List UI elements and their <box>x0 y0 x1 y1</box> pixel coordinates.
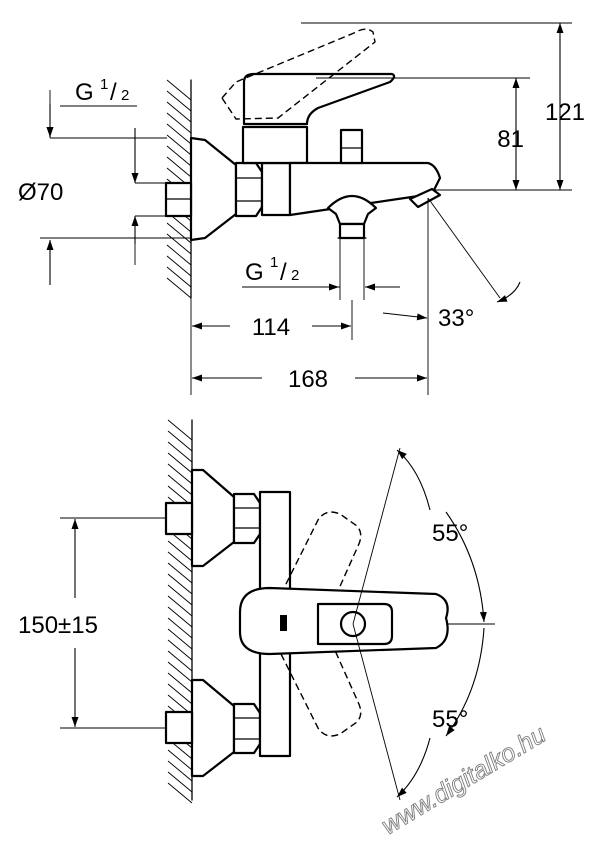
wall-hatch-line <box>167 562 193 584</box>
lever-raised-outline <box>221 28 376 120</box>
bath-spout <box>288 161 442 217</box>
wall-hatch-line <box>167 771 193 793</box>
lever-handle <box>242 72 396 126</box>
front-view: 150±15 55° 55° <box>18 419 495 804</box>
inlet-lower <box>164 710 194 745</box>
dim-angle-lower: 55° <box>432 706 468 733</box>
wall-hatch-line <box>166 90 192 112</box>
wall-hatch-line <box>167 628 193 650</box>
shower-outlet <box>326 194 378 226</box>
svg-text:/: / <box>110 79 117 106</box>
escutcheon-upper <box>190 468 236 568</box>
wall-hatch-line <box>167 430 193 452</box>
wall-hatch-line <box>166 145 192 167</box>
spout-aerator <box>408 187 442 209</box>
diverter-knob <box>339 128 364 165</box>
wall-hatch-line <box>167 617 193 639</box>
wall-hatch-line <box>167 584 193 606</box>
wall-hatch-line <box>167 595 193 617</box>
wall-hatch-line <box>167 463 193 485</box>
wall-hatch-line <box>166 79 192 101</box>
svg-text:1: 1 <box>100 76 108 93</box>
escutcheon-rosette <box>189 136 238 242</box>
nut-upper <box>232 492 262 545</box>
lever-column <box>241 125 309 165</box>
wall-hatch-line <box>166 112 192 134</box>
label-thread-outlet: G 1 / 2 <box>245 254 299 286</box>
wall-hatch-line <box>167 540 193 562</box>
dim-spout-angle: 33° <box>438 305 474 332</box>
wall-hatch-line <box>167 661 193 683</box>
wall-hatch-line <box>166 222 192 244</box>
svg-text:/: / <box>280 259 287 286</box>
wall-hatch-line <box>167 573 193 595</box>
wall-hatch-line <box>166 233 192 255</box>
wall-hatch-line <box>167 749 193 771</box>
dim-height-total: 121 <box>545 99 585 126</box>
shower-outlet-thread <box>338 222 366 240</box>
union-nut <box>234 161 264 218</box>
wall-hatch-line <box>167 452 193 474</box>
svg-text:2: 2 <box>291 267 299 284</box>
dim-height-spout: 81 <box>497 126 524 153</box>
watermark-text: www.digitalko.hu <box>377 720 551 840</box>
wall-hatch-line <box>166 156 192 178</box>
wall-hatch-line <box>166 255 192 277</box>
wall-hatch-line <box>166 134 192 156</box>
svg-text:1: 1 <box>270 254 278 271</box>
wall-hatch-line <box>166 277 192 299</box>
wall-hatch-line <box>167 782 193 804</box>
nut-lower <box>232 702 262 755</box>
wall-hatch-line <box>166 266 192 288</box>
wall-hatch-line <box>167 606 193 628</box>
dim-centers-distance: 150±15 <box>18 612 98 639</box>
dim-diameter: Ø70 <box>18 179 63 206</box>
svg-text:2: 2 <box>121 87 129 104</box>
lever-right-outline <box>280 626 362 737</box>
wall-hatch-line <box>167 760 193 782</box>
inlet-upper <box>164 501 194 536</box>
wall-hatch-line <box>167 639 193 661</box>
label-thread-inlet: G 1 / 2 <box>75 76 129 106</box>
svg-text:G: G <box>75 79 94 106</box>
wall-hatch-line <box>167 419 193 441</box>
wall-hatch-line <box>166 123 192 145</box>
wall-hatch-line <box>167 672 193 694</box>
wall-hatch-line <box>167 683 193 705</box>
wall-hatch-line <box>167 650 193 672</box>
lever-indicator <box>280 615 287 631</box>
dim-depth-outlet: 114 <box>252 314 290 341</box>
wall-hatch-line <box>167 441 193 463</box>
wall-hatch-line <box>166 101 192 123</box>
mixer-body <box>260 161 292 217</box>
dim-depth-total: 168 <box>288 366 328 393</box>
wall-hatch-line <box>166 244 192 266</box>
dim-angle-upper: 55° <box>432 520 468 547</box>
wall-hatch-line <box>167 474 193 496</box>
escutcheon-lower <box>190 678 236 778</box>
side-view: 121 81 G 1 / 2 Ø70 G 1 <box>18 22 585 395</box>
lever-left-outline <box>280 511 362 622</box>
svg-text:G: G <box>245 259 264 286</box>
wall-hatch-line <box>167 551 193 573</box>
